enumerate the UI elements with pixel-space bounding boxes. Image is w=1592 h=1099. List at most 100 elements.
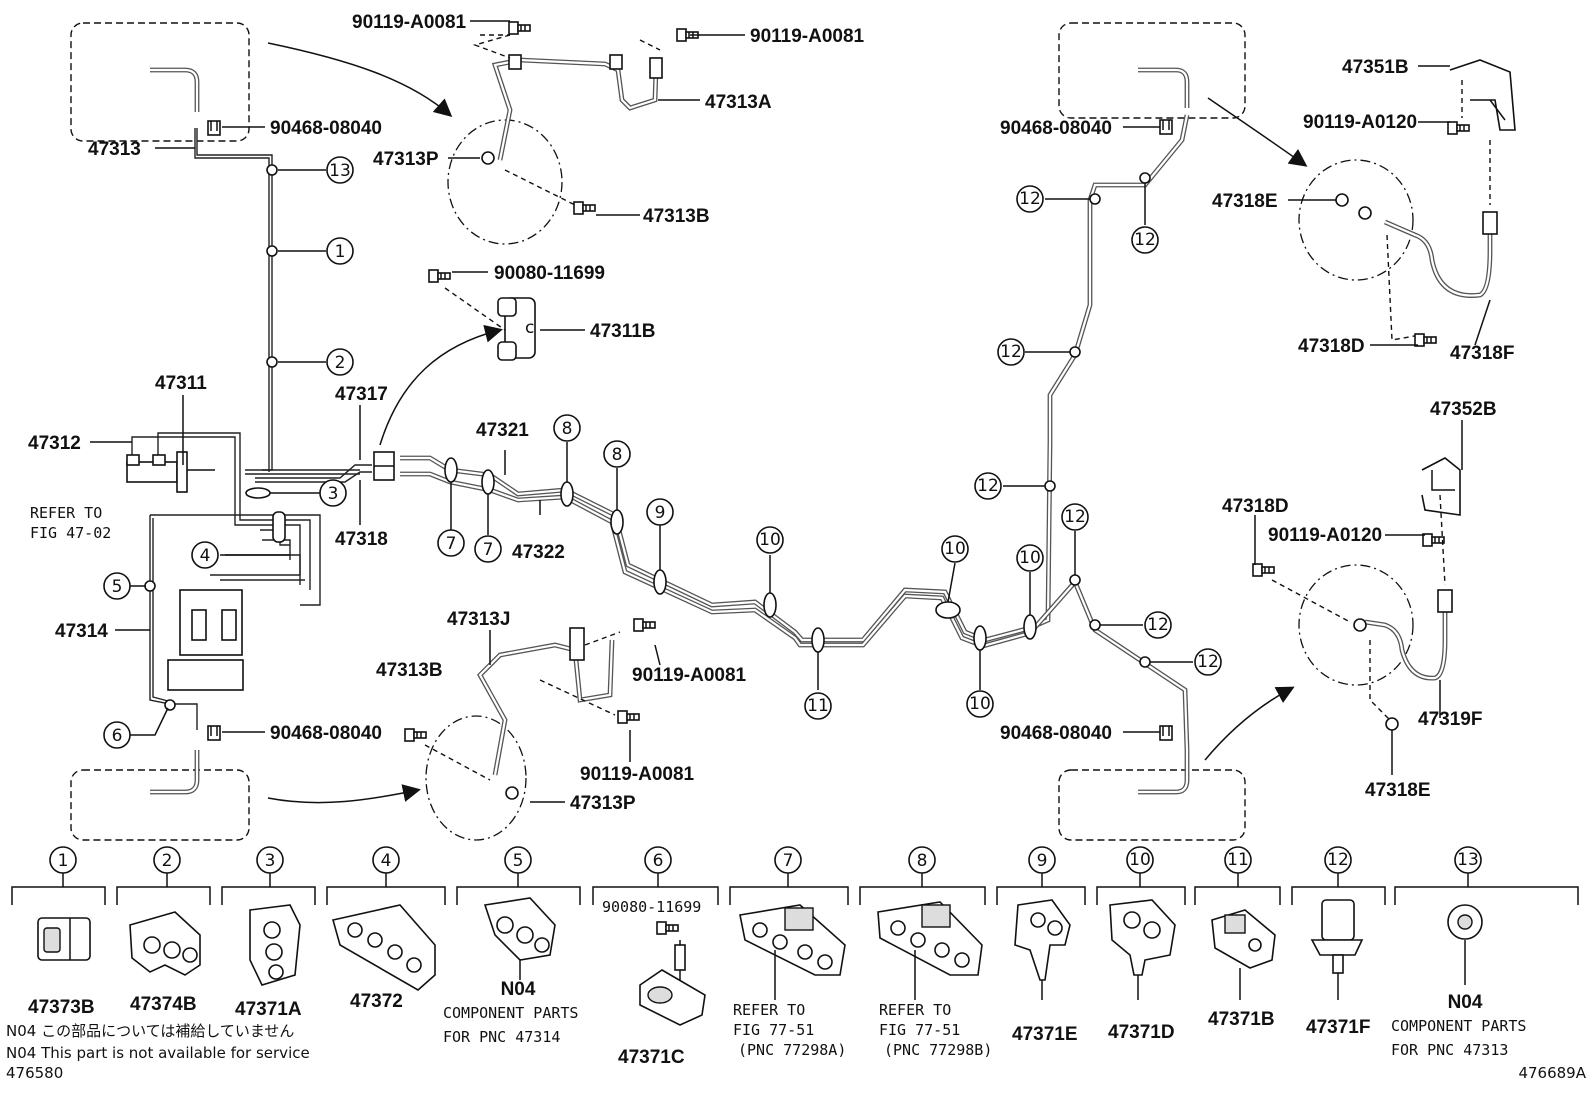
- arrow-front-left-detail: [267, 42, 453, 117]
- legend-label-47373b: 47373B: [28, 997, 95, 1018]
- callout-3-a: 3: [319, 479, 347, 507]
- label-47313b-bottom: 47313B: [376, 660, 443, 681]
- legend-callout-13: 13: [1454, 846, 1482, 874]
- legend-callout-10: 10: [1126, 846, 1154, 874]
- clip-47372-drawing: [332, 904, 436, 991]
- callout-2-a: 2: [326, 348, 354, 376]
- svg-text:2: 2: [162, 851, 173, 871]
- legend-callout-5: 5: [504, 846, 532, 874]
- legend-label-47374b: 47374B: [130, 994, 197, 1015]
- legend-label-47371e: 47371E: [1012, 1024, 1078, 1045]
- svg-text:13: 13: [329, 161, 351, 181]
- legend-note-13-line1: COMPONENT PARTS: [1391, 1017, 1526, 1035]
- clip-47371f-drawing: [1310, 899, 1364, 1000]
- arrow-rear-right-detail: [1204, 686, 1295, 761]
- clip-47371c-drawing: [639, 921, 706, 1026]
- hose-47313j: [477, 627, 615, 776]
- svg-text:7: 7: [783, 851, 794, 871]
- svg-text:12: 12: [1064, 507, 1086, 527]
- legend-note-7-line3: (PNC 77298A): [738, 1041, 846, 1059]
- svg-text:1: 1: [58, 851, 69, 871]
- footer-en-note: N04 This part is not available for servi…: [6, 1044, 310, 1062]
- label-47351b: 47351B: [1342, 57, 1409, 78]
- clip-47371a-drawing: [249, 904, 301, 986]
- label-90119-a0120-a: 90119-A0120: [1303, 112, 1417, 133]
- clip-90468-bottom-left: [207, 725, 221, 741]
- clip-47371e-drawing: [1014, 899, 1071, 1000]
- legend-note-8-line2: FIG 77-51: [879, 1021, 960, 1039]
- clip-90468-top-right: [1159, 119, 1173, 135]
- label-90119-a0081-c: 90119-A0081: [632, 665, 747, 686]
- callout-12-f: 12: [1144, 611, 1172, 639]
- callout-1-a: 1: [326, 237, 354, 265]
- label-47318f: 47318F: [1450, 343, 1514, 364]
- callout-5-a: 5: [103, 572, 131, 600]
- hose-rear-left: [150, 750, 200, 795]
- label-47318e-bottom: 47318E: [1365, 780, 1431, 801]
- svg-text:7: 7: [483, 540, 494, 560]
- clip-legend: 1 2 3 4 5 6 7 8 9 10 11 12 13: [11, 846, 1579, 1068]
- legend-label-47371b: 47371B: [1208, 1009, 1275, 1030]
- label-90468-bottom-left: 90468-08040: [270, 723, 382, 744]
- legend-label-n04-b: N04: [1448, 992, 1483, 1013]
- label-47313a: 47313A: [705, 92, 772, 113]
- clip-90468-top-left: [207, 120, 221, 136]
- refer-note-line1: REFER TO: [30, 504, 102, 522]
- callout-10-b: 10: [941, 535, 969, 563]
- legend-label-47371c: 47371C: [618, 1047, 685, 1068]
- callout-10-d: 10: [1016, 544, 1044, 572]
- bolt-90119-a0081-a: [508, 21, 531, 35]
- svg-text:5: 5: [513, 851, 524, 871]
- clamp-47311b: c: [497, 297, 536, 361]
- svg-text:12: 12: [1019, 189, 1041, 209]
- legend-callout-2: 2: [153, 846, 181, 874]
- footer-jp-note: N04 この部品については補給していません: [6, 1022, 294, 1040]
- washer-47313p-top: [481, 151, 495, 165]
- svg-text:10: 10: [759, 530, 781, 550]
- legend-note-7-line1: REFER TO: [733, 1001, 805, 1019]
- callout-8-b: 8: [603, 440, 631, 468]
- detail-front-left: [447, 119, 563, 245]
- legend-sub-90080-11699: 90080-11699: [602, 898, 701, 916]
- abs-actuator: [167, 487, 286, 691]
- label-47312: 47312: [28, 433, 81, 454]
- callout-12-a: 12: [1016, 185, 1044, 213]
- hose-47313a: [491, 54, 663, 161]
- svg-text:12: 12: [1134, 230, 1156, 250]
- hose-47319f: [1364, 589, 1453, 681]
- callout-circles: 13 1 2 3 4 5 6 7 7 8 8 9 10 11 10 10 10 …: [103, 156, 1222, 749]
- svg-text:13: 13: [1457, 850, 1479, 870]
- svg-text:10: 10: [944, 539, 966, 559]
- wheel-box-rear-right: [1058, 769, 1246, 841]
- master-cylinder-tubes: [131, 432, 372, 590]
- callout-12-e: 12: [1061, 503, 1089, 531]
- label-47318d-bottom: 47318D: [1222, 496, 1289, 517]
- label-47321: 47321: [476, 420, 529, 441]
- bracket-47352b: [1421, 457, 1461, 516]
- master-cylinder-47311: [126, 451, 215, 493]
- clip-47371b-drawing: [1211, 909, 1276, 1000]
- callout-13-a: 13: [326, 156, 354, 184]
- callout-12-b: 12: [1131, 226, 1159, 254]
- svg-text:5: 5: [112, 577, 123, 597]
- label-90119-a0120-b: 90119-A0120: [1268, 525, 1382, 546]
- washer-47318e-top: [1335, 193, 1349, 207]
- svg-text:9: 9: [655, 503, 666, 523]
- legend-note-5-line2: FOR PNC 47314: [443, 1028, 560, 1046]
- svg-text:c: c: [525, 318, 534, 338]
- label-47318d-top: 47318D: [1298, 336, 1365, 357]
- svg-text:10: 10: [969, 694, 991, 714]
- callout-12-d: 12: [974, 472, 1002, 500]
- label-90119-a0081-b: 90119-A0081: [750, 26, 865, 47]
- svg-text:3: 3: [328, 484, 339, 504]
- bolt-90119-a0120-b: [1422, 533, 1445, 547]
- bolt-47313b-top: [573, 201, 596, 215]
- label-47318: 47318: [335, 529, 388, 550]
- hose-rear-right: [1138, 750, 1190, 795]
- callout-7-b: 7: [474, 535, 502, 563]
- legend-callout-6: 6: [644, 846, 672, 874]
- clip-n04-47313-drawing: [1447, 904, 1483, 985]
- svg-text:7: 7: [446, 534, 457, 554]
- wheel-box-front-left: [70, 22, 250, 142]
- arrow-rear-left-detail: [267, 784, 421, 804]
